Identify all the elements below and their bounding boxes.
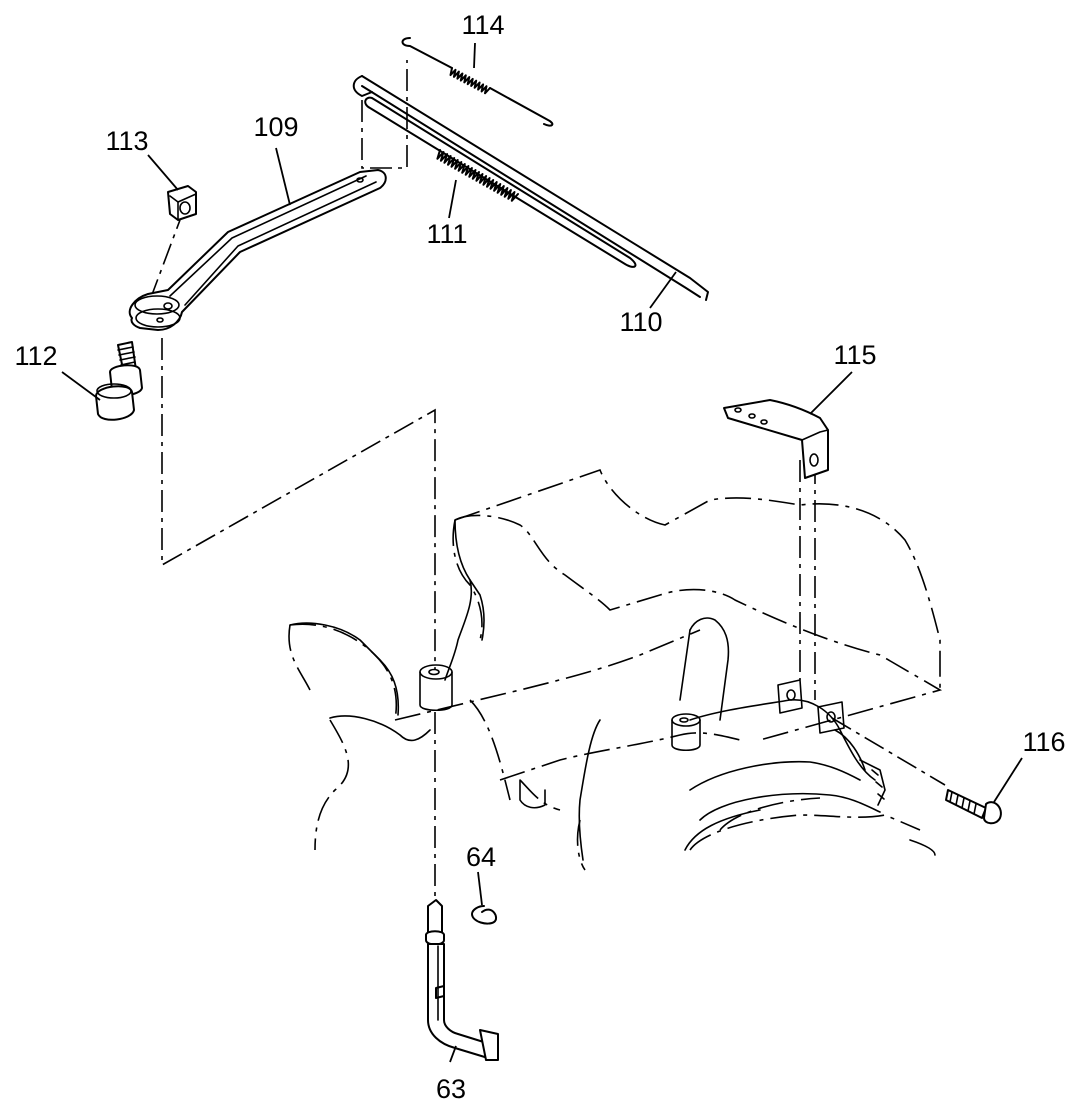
label-114: 114 <box>461 10 504 40</box>
label-64: 64 <box>466 842 496 872</box>
part-111-spring <box>436 149 519 202</box>
label-116: 116 <box>1022 727 1065 757</box>
part-114-spring <box>401 37 554 127</box>
machine-body-phantom <box>288 468 943 871</box>
label-109: 109 <box>253 112 298 142</box>
label-111: 111 <box>426 219 467 249</box>
label-110: 110 <box>619 307 662 337</box>
part-labels: 114 113 109 111 110 112 115 116 64 63 <box>14 10 1065 1104</box>
assembly-lines <box>149 60 946 900</box>
mount-lugs <box>777 679 886 806</box>
part-64-ering <box>471 905 498 925</box>
boss-column <box>419 664 453 712</box>
part-109-lever <box>128 169 387 331</box>
label-115: 115 <box>833 340 876 370</box>
label-63: 63 <box>436 1074 466 1104</box>
part-116-screw <box>945 789 1002 825</box>
label-112: 112 <box>14 341 57 371</box>
machine-body-solid <box>289 519 936 861</box>
right-boss <box>671 713 701 752</box>
part-63-shaft <box>425 899 499 1061</box>
part-113-nut <box>167 185 197 221</box>
part-112-screw <box>95 341 143 421</box>
label-113: 113 <box>105 126 148 156</box>
part-110-rod <box>352 75 709 301</box>
leader-lines <box>61 42 1023 1063</box>
